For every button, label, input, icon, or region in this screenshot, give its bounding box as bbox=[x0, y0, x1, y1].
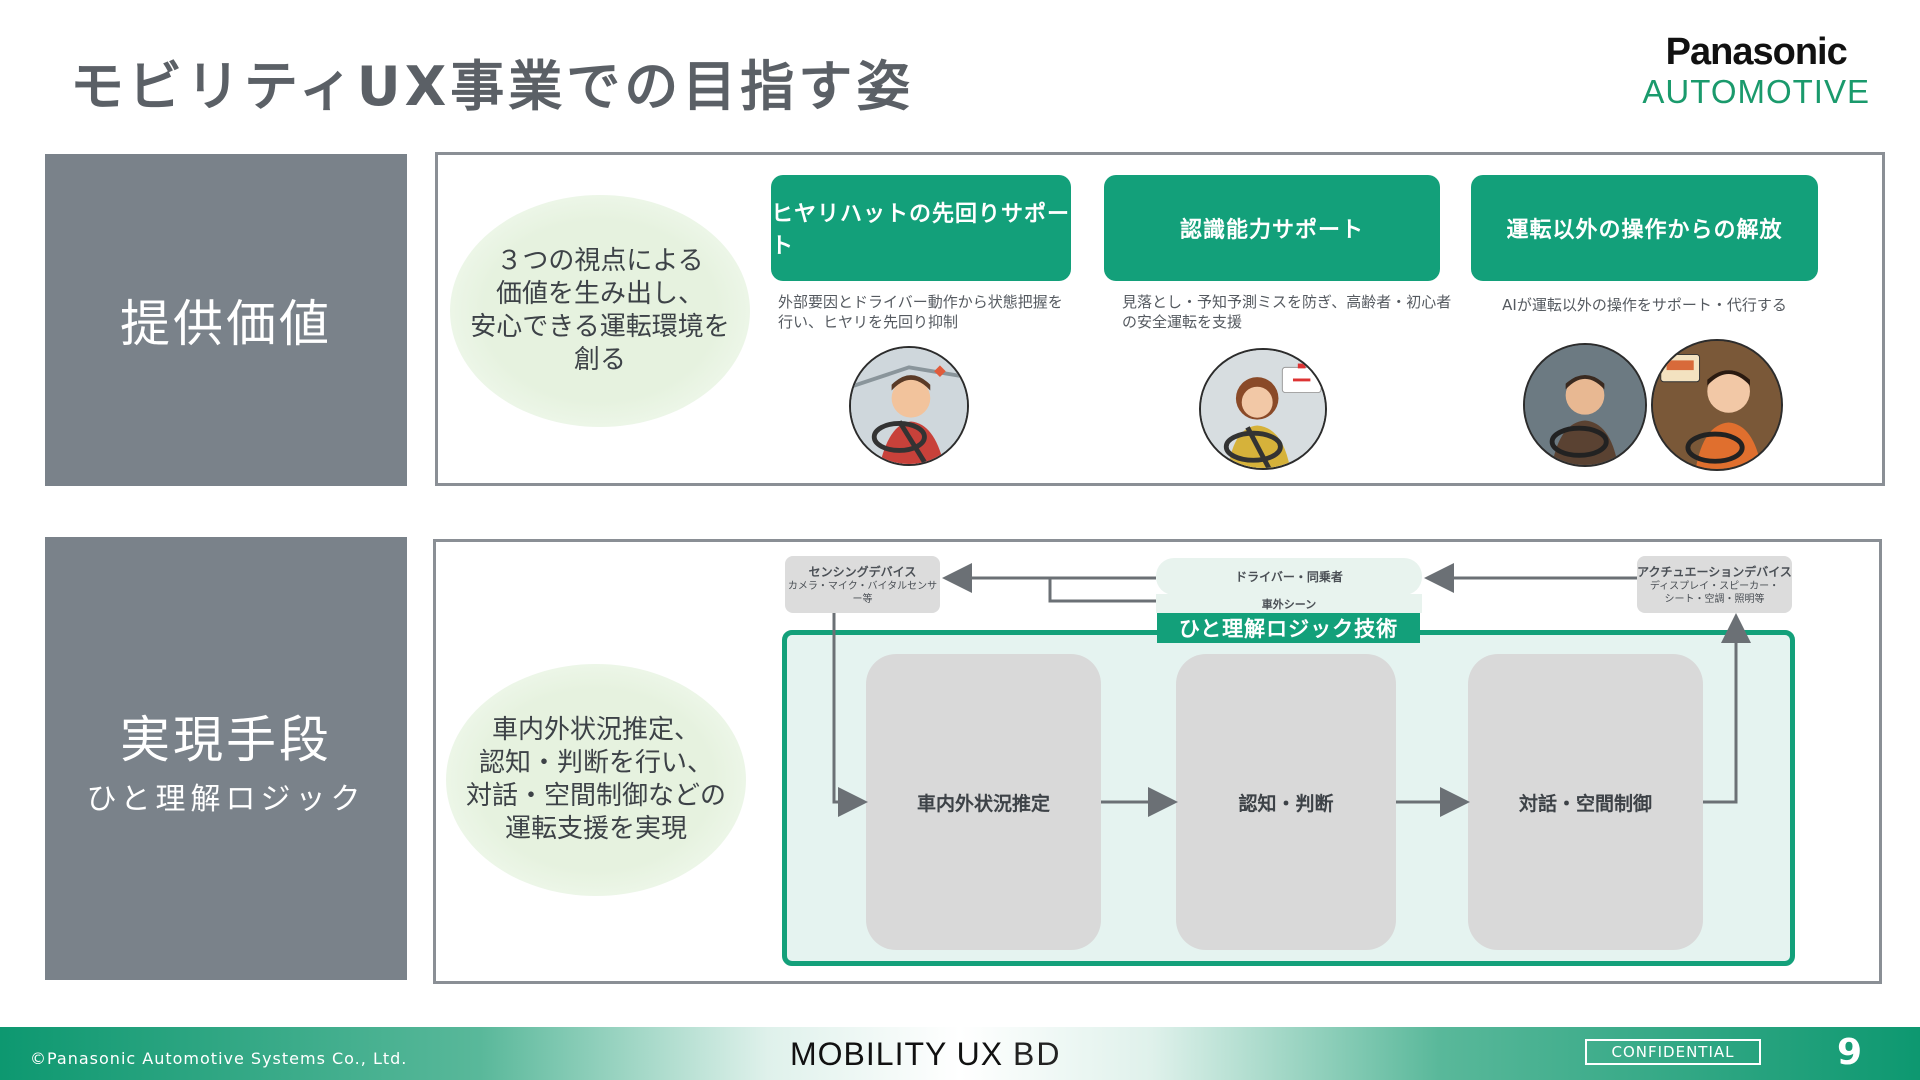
confidential-badge: CONFIDENTIAL bbox=[1585, 1039, 1761, 1065]
sensing-device-box: センシングデバイス カメラ・マイク・バイタルセンサー等 bbox=[785, 556, 940, 613]
value-title: ヒヤリハットの先回りサポート bbox=[771, 202, 1071, 259]
process-label: 認知・判断 bbox=[1238, 792, 1334, 815]
tired-driver-illustration bbox=[1523, 343, 1647, 467]
process-state-estimation: 車内外状況推定 bbox=[866, 654, 1101, 950]
logo-sub: AUTOMOTIVE bbox=[1642, 73, 1870, 110]
section1-label: 提供価値 bbox=[120, 295, 332, 353]
footer-bar bbox=[0, 1027, 1920, 1080]
section-label-means: 実現手段 ひと理解ロジック bbox=[45, 537, 407, 980]
logo-brand: Panasonic bbox=[1665, 31, 1848, 73]
logic-technology-label: ひと理解ロジック技術 bbox=[1157, 613, 1420, 643]
page-number: 9 bbox=[1837, 1032, 1863, 1073]
section2-sublabel: ひと理解ロジック bbox=[86, 781, 366, 817]
value-box-release: 運転以外の操作からの解放 bbox=[1471, 175, 1818, 281]
value-desc: 見落とし・予知予測ミスを防ぎ、高齢者・初心者 の安全運転を支援 bbox=[1122, 293, 1452, 331]
footer-brand-suffix: BD bbox=[1013, 1036, 1062, 1072]
process-label: 車内外状況推定 bbox=[916, 792, 1050, 815]
sensing-sub: カメラ・マイク・バイタルセンサー等 bbox=[787, 580, 938, 605]
section2-label: 実現手段 bbox=[120, 710, 332, 769]
value-box-recognition: 認識能力サポート bbox=[1104, 175, 1440, 281]
woman-driver-ambulance-illustration bbox=[1199, 348, 1327, 470]
angry-driver-illustration bbox=[849, 346, 969, 466]
process-dialogue-space-control: 対話・空間制御 bbox=[1468, 654, 1703, 950]
outside-scene-label: 車外シーン bbox=[1156, 594, 1422, 613]
value-desc: AIが運転以外の操作をサポート・代行する bbox=[1502, 296, 1787, 314]
footer-brand-main: MOBILITY UX bbox=[790, 1036, 1004, 1072]
value-desc: 外部要因とドライバー動作から状態把握を 行い、ヒヤリを先回り抑制 bbox=[778, 293, 1063, 331]
means-summary-bubble: 車内外状況推定、 認知・判断を行い、 対話・空間制御などの 運転支援を実現 bbox=[446, 664, 746, 896]
actuation-device-box: アクチュエーションデバイス ディスプレイ・スピーカー・ シート・空調・照明等 bbox=[1637, 556, 1792, 613]
value-title: 運転以外の操作からの解放 bbox=[1506, 218, 1783, 243]
actuation-title: アクチュエーションデバイス bbox=[1637, 564, 1792, 579]
process-recognition-judgment: 認知・判断 bbox=[1176, 654, 1396, 950]
value-summary-bubble: ３つの視点による 価値を生み出し、 安心できる運転環境を 創る bbox=[450, 195, 750, 427]
relaxed-driver-screen-illustration bbox=[1651, 339, 1783, 471]
footer-brand: MOBILITY UX BD bbox=[790, 1036, 1061, 1073]
driver-passenger-label: ドライバー・同乗者 bbox=[1156, 558, 1422, 595]
value-box-hiyari: ヒヤリハットの先回りサポート bbox=[771, 175, 1071, 281]
page-title: モビリティUX事業での目指す姿 bbox=[70, 55, 915, 118]
value-summary-text: ３つの視点による 価値を生み出し、 安心できる運転環境を 創る bbox=[470, 246, 730, 375]
company-logo: Panasonic AUTOMOTIVE bbox=[1642, 32, 1870, 112]
value-title: 認識能力サポート bbox=[1179, 218, 1364, 243]
copyright-text: ©Panasonic Automotive Systems Co., Ltd. bbox=[30, 1049, 408, 1068]
sensing-title: センシングデバイス bbox=[808, 564, 917, 579]
actuation-sub: ディスプレイ・スピーカー・ シート・空調・照明等 bbox=[1649, 580, 1780, 605]
process-label: 対話・空間制御 bbox=[1518, 792, 1652, 815]
means-summary-text: 車内外状況推定、 認知・判断を行い、 対話・空間制御などの 運転支援を実現 bbox=[465, 715, 726, 844]
section-label-value: 提供価値 bbox=[45, 154, 407, 486]
